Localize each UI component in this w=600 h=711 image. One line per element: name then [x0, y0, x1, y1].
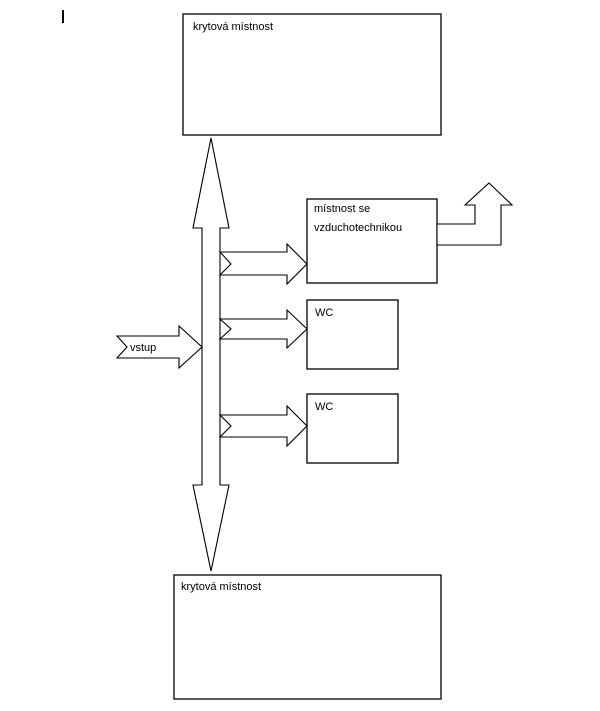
top-room-label: krytová místnost: [193, 21, 273, 33]
top-room: krytová místnost: [182, 13, 442, 136]
exhaust-arrow: [436, 182, 514, 246]
entrance-label: vstup: [130, 342, 156, 354]
bottom-room-label: krytová místnost: [181, 581, 261, 593]
entrance-arrow: [115, 324, 203, 370]
corridor-double-arrow: [192, 137, 230, 572]
arrow-to-ventilation-room: [218, 242, 308, 286]
top-room-box: [182, 13, 442, 136]
bottom-room: krytová místnost: [173, 574, 442, 700]
ventilation-room-label-line2: vzduchotechnikou: [314, 222, 402, 234]
wc-room-2-box: [306, 393, 399, 464]
wc-room-2: WC: [306, 393, 399, 464]
bottom-room-box: [173, 574, 442, 700]
wc-room-1: WC: [306, 299, 399, 370]
wc-room-2-label: WC: [315, 401, 333, 413]
ventilation-room-box: [306, 198, 438, 284]
entrance: vstup: [115, 324, 203, 370]
ventilation-room-label-line1: místnost se: [314, 203, 370, 215]
ventilation-room: místnost se vzduchotechnikou: [306, 198, 438, 284]
arrow-to-wc-2: [218, 404, 308, 448]
wc-room-1-label: WC: [315, 307, 333, 319]
wc-room-1-box: [306, 299, 399, 370]
arrow-to-wc-1: [218, 308, 308, 350]
text-cursor: [62, 10, 64, 23]
